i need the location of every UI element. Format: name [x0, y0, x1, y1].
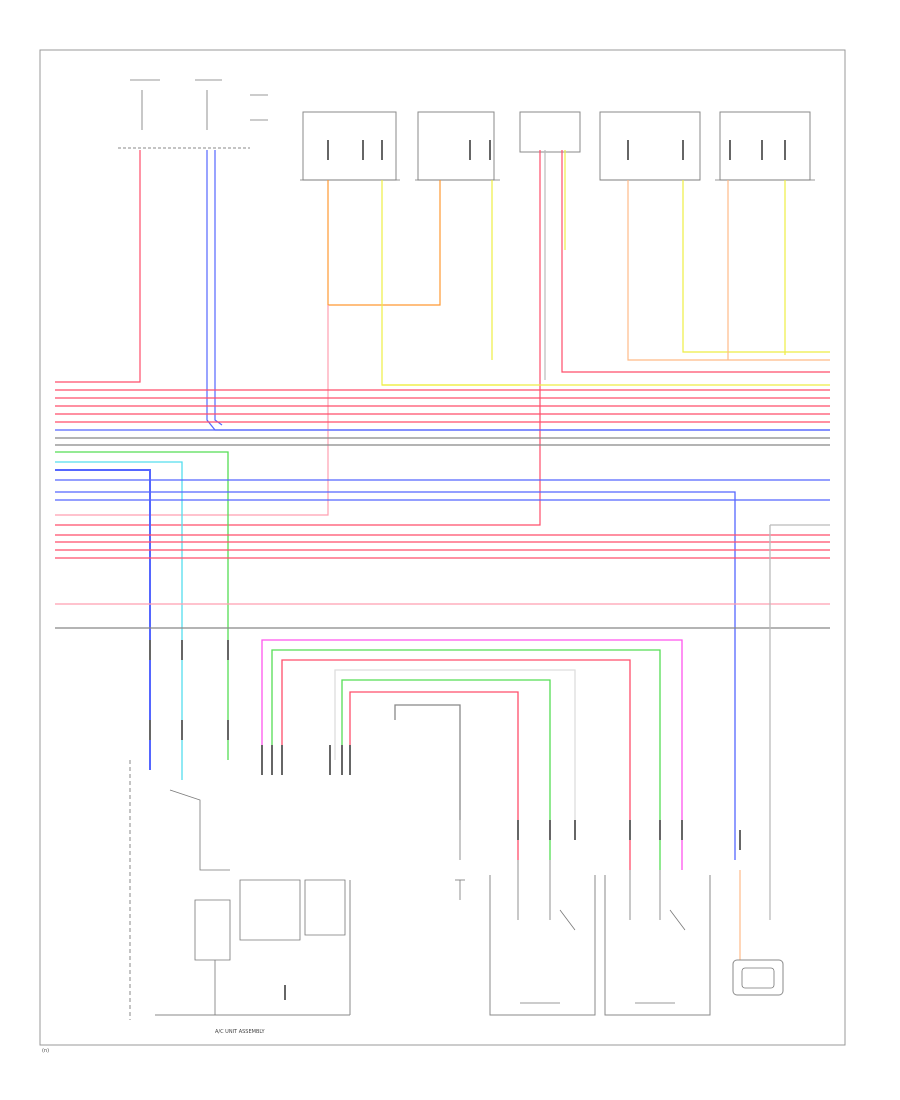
diagram-frame	[39, 49, 846, 1046]
mid-connectors	[149, 640, 741, 850]
footer-code: (n)	[42, 1048, 49, 1054]
module-3-box	[519, 111, 581, 153]
lower-loops	[261, 639, 683, 870]
module-5-box	[719, 111, 811, 181]
ac-unit-assembly: A/C UNIT ASSEMBLY	[129, 760, 351, 1035]
left-seat-assembly	[489, 860, 596, 1016]
top-modules	[300, 111, 815, 181]
center-sensor	[455, 820, 465, 900]
ac-unit-label: A/C UNIT ASSEMBLY	[215, 1029, 265, 1035]
horizontal-bus	[55, 389, 830, 920]
fuse-block-top-left	[118, 79, 268, 149]
right-sensor	[732, 870, 784, 996]
module-4-box	[599, 111, 701, 181]
module-2-box	[417, 111, 495, 181]
right-seat-assembly	[604, 870, 711, 1016]
top-vertical-wires	[55, 150, 830, 526]
